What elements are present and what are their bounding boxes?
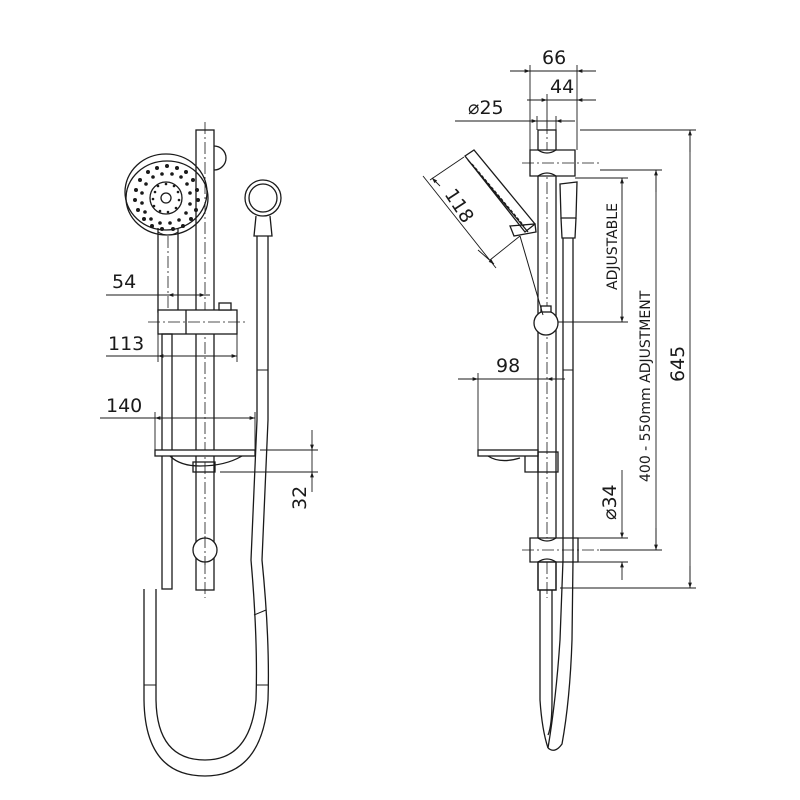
spray-nozzles <box>133 164 200 231</box>
dimension-140: 140 <box>100 395 256 450</box>
dim-label-118: 118 <box>440 185 478 227</box>
adjustable-note: ADJUSTABLE <box>605 203 621 290</box>
front-view: 54 113 140 32 <box>100 122 318 777</box>
dimension-118: 118 <box>422 156 521 269</box>
dimension-113: 113 <box>106 333 238 362</box>
slider-bracket <box>148 302 246 590</box>
side-rail <box>522 122 600 598</box>
dim-label-32: 32 <box>289 486 311 510</box>
dimension-adjustable: ADJUSTABLE <box>558 177 628 323</box>
dimension-66: 66 <box>510 47 596 150</box>
soap-shelf <box>154 449 256 473</box>
rail <box>192 122 227 598</box>
dimension-diameter-25: ⌀25 <box>455 97 575 130</box>
dim-label-140: 140 <box>106 395 142 417</box>
dim-label-645: 645 <box>667 346 689 382</box>
dimension-44: 44 <box>527 76 596 128</box>
dimension-54: 54 <box>106 271 210 297</box>
hose-outlet <box>143 179 282 777</box>
adjustment-range-label: 400 - 550mm ADJUSTMENT <box>638 290 654 482</box>
hand-shower-head <box>124 153 209 313</box>
dimension-32: 32 <box>220 430 318 510</box>
dimension-98: 98 <box>458 355 565 450</box>
dim-label-diameter-34: ⌀34 <box>599 484 621 520</box>
dim-label-44: 44 <box>550 76 574 98</box>
side-soap-shelf <box>477 449 559 473</box>
side-hose-outlet <box>539 181 578 751</box>
dim-label-54: 54 <box>112 271 136 293</box>
side-shower-head <box>464 149 544 316</box>
dim-label-diameter-25: ⌀25 <box>468 97 504 119</box>
dimension-645: 645 <box>560 129 696 589</box>
dim-label-66: 66 <box>542 47 566 69</box>
dimension-diameter-34: ⌀34 <box>578 470 628 580</box>
dim-label-98: 98 <box>496 355 520 377</box>
dim-label-113: 113 <box>108 333 144 355</box>
dimension-adjustment-range: 400 - 550mm ADJUSTMENT <box>600 169 662 551</box>
side-view: 66 44 ⌀25 118 <box>422 47 696 751</box>
